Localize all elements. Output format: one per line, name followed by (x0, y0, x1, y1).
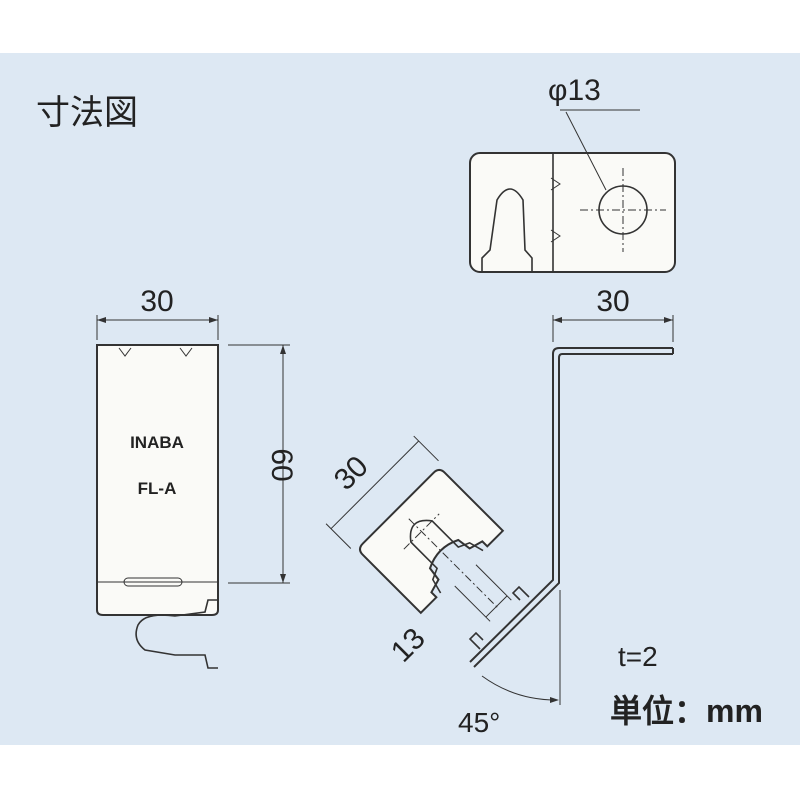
side-width-label: 30 (596, 285, 629, 318)
hole-diameter-label: φ13 (548, 74, 601, 107)
marking-line1: INABA (130, 433, 184, 452)
unit-note: 単位：mm (610, 693, 763, 729)
marking-line2: FL-A (138, 479, 177, 498)
front-view: INABA FL-A 30 60 (96, 285, 298, 669)
front-height-label: 60 (265, 448, 298, 481)
angle-label: 45° (458, 707, 500, 738)
front-width-label: 30 (140, 285, 173, 318)
top-view: φ13 (469, 74, 676, 273)
angled-plate (325, 435, 512, 622)
drawing-title: 寸法図 (36, 94, 138, 132)
thickness-note: t=2 (618, 641, 658, 672)
